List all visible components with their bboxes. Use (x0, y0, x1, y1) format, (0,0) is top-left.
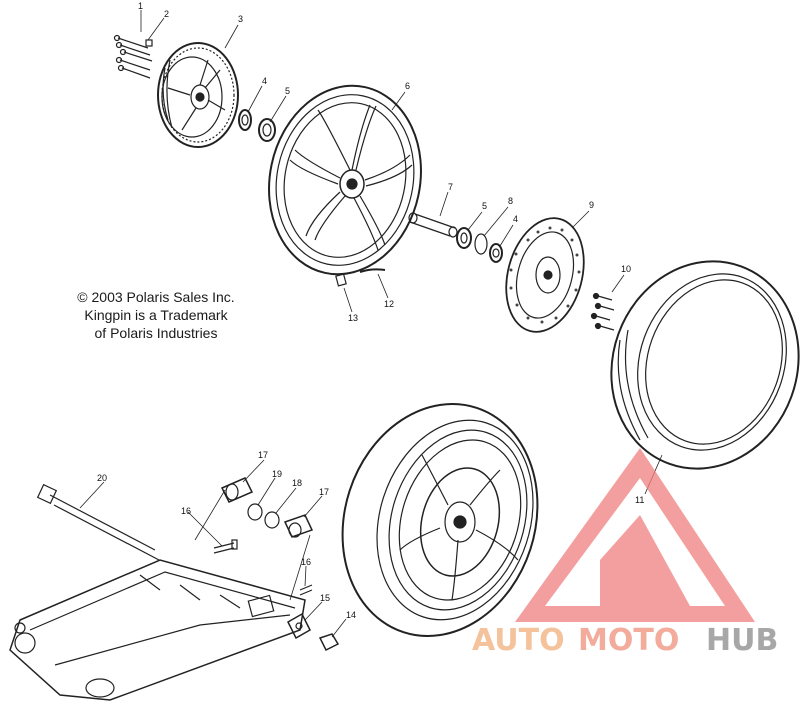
callout-3: 3 (238, 14, 243, 24)
assembled-wheel (341, 402, 539, 638)
callout-5b: 5 (482, 201, 487, 211)
automotohub-logo: AUTO MOTO HUB (472, 448, 778, 658)
spacer-part-4a (238, 109, 252, 131)
callout-16a: 16 (181, 506, 191, 516)
callout-18: 18 (292, 478, 302, 488)
callout-5a: 5 (285, 86, 290, 96)
callout-17a: 17 (258, 450, 268, 460)
bearing-part-5a (258, 118, 276, 142)
tire-part-11 (610, 260, 800, 470)
copyright-notice: © 2003 Polaris Sales Inc. Kingpin is a T… (56, 288, 256, 342)
valve-stem-part-13 (335, 273, 347, 287)
adjuster-bolt-part-16b (299, 584, 313, 596)
callout-14: 14 (346, 610, 356, 620)
callout-13: 13 (348, 313, 358, 323)
callout-15: 15 (320, 593, 330, 603)
callout-labels: 1 2 3 4 5 6 7 5 8 4 9 10 11 12 13 14 15 … (97, 1, 644, 620)
axle-tube-part-7 (408, 212, 458, 238)
copyright-line-3: of Polaris Industries (94, 325, 218, 341)
leader-lines (79, 10, 663, 638)
plate-part-15 (287, 612, 311, 640)
logo-text-hub: HUB (706, 623, 778, 658)
callout-19: 19 (272, 469, 282, 479)
copyright-line-2: Kingpin is a Trademark (84, 307, 228, 323)
callout-16b: 16 (301, 557, 311, 567)
bushing-part-19 (247, 503, 263, 521)
logo-text-auto: AUTO (472, 623, 565, 658)
nut-part-14 (318, 633, 340, 652)
callout-7: 7 (448, 182, 453, 192)
pivot-bolt-part-20 (36, 483, 160, 561)
snap-ring-part-8 (474, 233, 488, 255)
adjuster-bolt-part-16a (213, 539, 238, 554)
valve-weight-part-12 (359, 268, 386, 273)
bolts-part-1-2 (113, 34, 153, 79)
sprocket-part-3 (157, 42, 239, 148)
bearing-part-5b (456, 227, 472, 249)
bushing-part-18 (264, 511, 280, 529)
swingarm (9, 559, 306, 701)
callout-12: 12 (384, 299, 394, 309)
callout-17b: 17 (319, 487, 329, 497)
callout-6: 6 (405, 81, 410, 91)
logo-triangle-icon (515, 448, 755, 622)
callout-2: 2 (164, 9, 169, 19)
callout-8: 8 (508, 196, 513, 206)
callout-4a: 4 (262, 76, 267, 86)
copyright-line-1: © 2003 Polaris Sales Inc. (77, 289, 235, 305)
disc-bolts-part-10 (590, 292, 615, 331)
callout-9: 9 (589, 200, 594, 210)
logo-text-moto: MOTO (578, 623, 679, 658)
callout-11: 11 (635, 495, 644, 505)
adjuster-block-part-17b (283, 514, 314, 538)
callout-1: 1 (138, 1, 143, 11)
rear-rim-part-6 (268, 84, 422, 276)
callout-10: 10 (621, 264, 631, 274)
adjuster-block-part-17a (220, 477, 254, 503)
callout-4b: 4 (513, 214, 518, 224)
spacer-part-4b (489, 243, 503, 263)
brake-disc-part-9 (505, 217, 585, 333)
callout-20: 20 (97, 473, 107, 483)
